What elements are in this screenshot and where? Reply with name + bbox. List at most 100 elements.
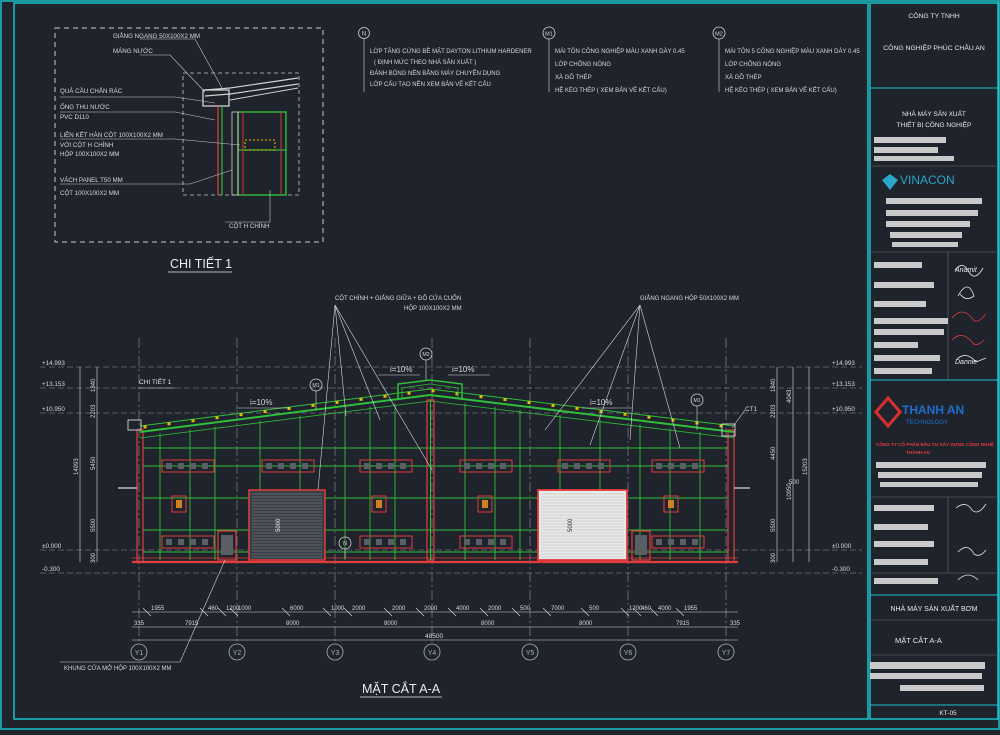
vdim-right-3: 4450	[771, 446, 777, 460]
thanhan-logo-icon	[874, 395, 902, 429]
slope-label-4: i=10%	[590, 398, 612, 407]
dim-row-2-value: 8000	[481, 621, 495, 627]
purlin	[359, 397, 363, 401]
grid-axis-label: Y6	[624, 650, 633, 657]
door-1-label: 5000	[276, 518, 282, 532]
dim-row-1-value: 1955	[684, 606, 698, 612]
note-m1-line-1: MÁI TÔN CÔNG NGHIỆP MÀU XANH DÀY 0.45	[555, 47, 685, 55]
signature-3	[951, 311, 987, 322]
title-block: CÔNG TY TNHH CÔNG NGHIỆP PHÚC CHÂU AN NH…	[870, 11, 998, 717]
dim-row-1-value: 7000	[551, 606, 565, 612]
thanhan-logo-sub: TECHNOLOGY	[906, 420, 948, 426]
purlin	[143, 425, 147, 429]
vdim-right-5: 5500	[771, 518, 777, 532]
detail-label-cot-h: CỘT H CHÍNH	[229, 223, 269, 230]
purlin	[575, 406, 579, 410]
signature-text-1: Anamit	[954, 267, 978, 274]
redacted-field	[874, 524, 928, 530]
purlin	[551, 403, 555, 407]
note-bubble-n	[358, 27, 370, 39]
vinacon-logo-icon	[882, 174, 898, 190]
vdim-left-4: 5500	[91, 518, 97, 532]
purlin	[383, 394, 387, 398]
level-left-5: -0.300	[42, 566, 60, 573]
redacted-field	[874, 137, 946, 143]
note-tag-m2: M2	[715, 32, 723, 38]
level-right-5: -0.300	[832, 566, 850, 573]
redacted-field	[874, 301, 926, 307]
redacted-field	[874, 505, 934, 511]
vdim-right-7: 4043	[787, 389, 793, 403]
dim-row-1-value: 1200	[629, 606, 643, 612]
note-m2-line-1: MÁI TÔN 5 CÔNG NGHIỆP MÀU XANH DÀY 0.45	[725, 47, 860, 55]
redacted-field	[874, 262, 922, 268]
signature-1	[954, 265, 984, 277]
purlin	[503, 398, 507, 402]
dim-row-1-value: 1000	[331, 606, 345, 612]
grid-bubble	[130, 643, 148, 661]
note-m2-line-3: XÀ GỒ THÉP	[725, 74, 762, 81]
company-line-2: CÔNG NGHIỆP PHÚC CHÂU AN	[883, 43, 985, 52]
roof-purlins	[143, 389, 723, 429]
purlin	[719, 424, 723, 428]
purlin	[455, 392, 459, 396]
window-top	[557, 459, 611, 473]
note-m1-line-3: XÀ GỒ THÉP	[555, 74, 592, 81]
dim-row-1-value: 2000	[488, 606, 502, 612]
detail-title: CHI TIẾT 1	[170, 256, 232, 271]
signatures	[951, 265, 987, 581]
grid-bubble	[521, 643, 539, 661]
wall-studs	[159, 403, 701, 560]
dim-row-2-value: 8000	[384, 621, 398, 627]
vinacon-logo: VINACON	[882, 173, 955, 190]
window-bottom	[459, 535, 513, 549]
detail-1: GIẰNG NGANG 50X100X2 MM MÁNG NƯỚC QUẢ CẦ…	[54, 27, 324, 273]
roller-door-1: 5000	[248, 489, 326, 561]
tag-chi-tiet-1: CHI TIẾT 1	[139, 376, 172, 386]
detail-roof-sheet	[204, 77, 299, 91]
dim-row-2-value: 335	[730, 621, 741, 627]
redacted-field	[878, 472, 982, 478]
redacted-field	[874, 329, 944, 335]
thanhan-logo: THANH AN TECHNOLOGY CÔNG TY CỔ PHẦN ĐẦU …	[874, 395, 994, 455]
section-title: MẶT CẮT A-A	[362, 681, 441, 696]
project-line-2: THIẾT BỊ CÔNG NGHIỆP	[897, 119, 972, 129]
window-bottom	[651, 535, 705, 549]
dim-total: 48500	[425, 633, 443, 640]
window-bottom	[161, 535, 215, 549]
purlin	[215, 416, 219, 420]
detail-label-vach-panel: VÁCH PANEL T50 MM	[60, 177, 123, 184]
signature-8	[957, 574, 979, 581]
note-n-line-4: LỚP CẤU TẠO NỀN XEM BẢN VẼ KẾT CẤU	[370, 81, 491, 88]
marker-m2-label: M2	[422, 352, 429, 358]
window-top	[359, 459, 413, 473]
thanhan-logo-text: THANH AN	[902, 403, 964, 417]
redacted-field	[870, 662, 985, 669]
purlin	[239, 413, 243, 417]
window-top	[261, 459, 315, 473]
redacted-field	[874, 578, 938, 584]
redacted-field	[874, 541, 934, 547]
redacted-field	[880, 482, 978, 487]
detail-leaders	[60, 38, 271, 223]
redacted-fields	[870, 137, 986, 691]
detail-label-cot-100: CỘT 100X100X2 MM	[60, 190, 119, 197]
note-n-line-3: ĐÁNH BÓNG NỀN BẰNG MÁY CHUYÊN DỤNG	[370, 69, 501, 77]
dim-row-1-value: 500	[589, 606, 600, 612]
slope-label-1: i=10%	[250, 398, 272, 407]
detail-panel	[231, 111, 239, 196]
grid-axis-label: Y1	[135, 650, 144, 657]
dim-row-1-value: 2000	[352, 606, 366, 612]
dim-row-2-value: 7915	[185, 621, 199, 627]
grid-bubble	[326, 643, 344, 661]
redacted-field	[874, 156, 954, 161]
redacted-field	[874, 318, 948, 324]
drawing-project: NHÀ MÁY SẢN XUẤT BƠM	[890, 603, 977, 613]
redacted-field	[900, 685, 984, 691]
grid-axis-label: Y4	[428, 650, 437, 657]
level-right-3: +10.950	[832, 406, 855, 413]
purlin	[647, 415, 651, 419]
grid-axis-label: Y7	[722, 650, 731, 657]
